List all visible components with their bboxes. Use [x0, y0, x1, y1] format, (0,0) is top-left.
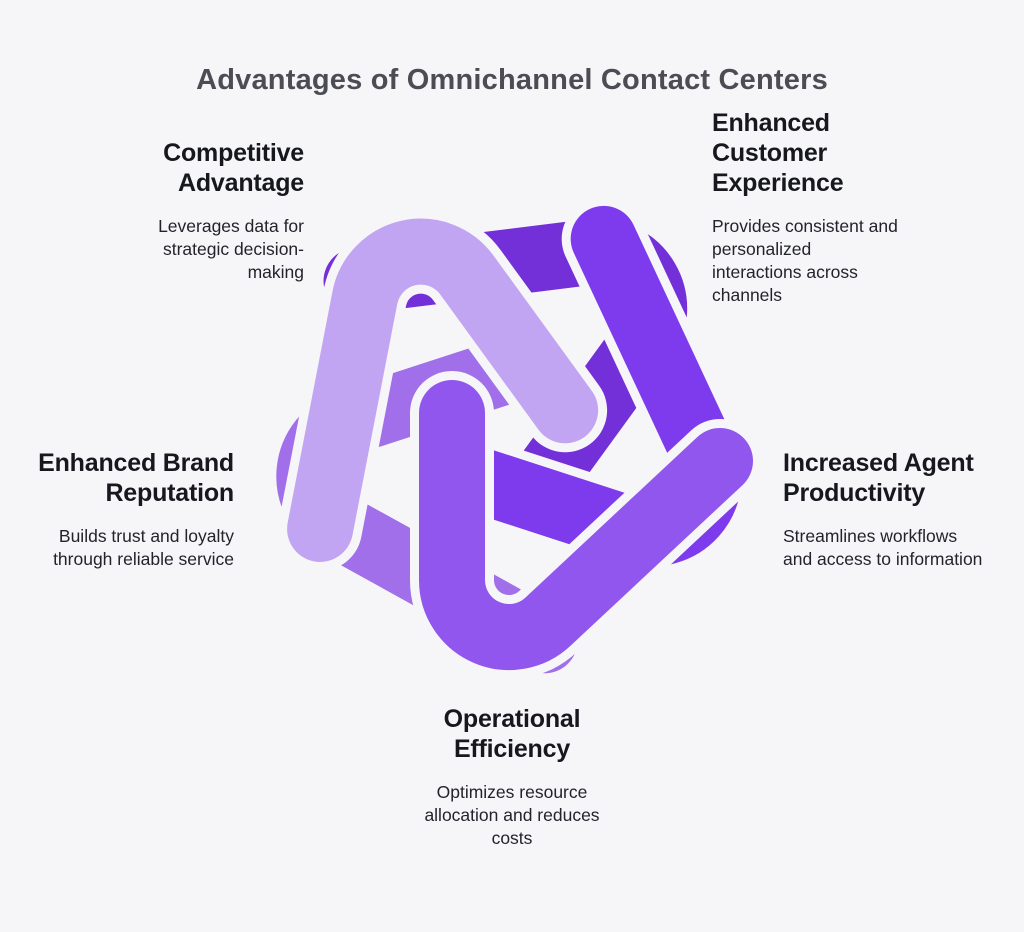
advantage-heading: Competitive Advantage: [163, 139, 304, 197]
interlocking-loops-star-icon: [239, 160, 779, 700]
advantage-operational-efficiency: Operational Efficiency Optimizes resourc…: [0, 704, 1024, 850]
advantage-description: Optimizes resource allocation and reduce…: [424, 782, 600, 848]
advantage-heading: Operational Efficiency: [443, 705, 581, 763]
advantage-description: Streamlines workflows and access to info…: [783, 526, 983, 569]
advantage-heading: Enhanced Brand Reputation: [38, 449, 234, 507]
page-title: Advantages of Omnichannel Contact Center…: [196, 64, 828, 96]
advantage-increased-agent-productivity: Increased Agent Productivity Streamlines…: [783, 448, 988, 571]
advantage-competitive-advantage: Competitive Advantage Leverages data for…: [74, 138, 304, 284]
advantage-enhanced-brand-reputation: Enhanced Brand Reputation Builds trust a…: [9, 448, 234, 571]
advantage-heading: Enhanced Customer Experience: [712, 109, 844, 197]
advantage-heading: Increased Agent Productivity: [783, 449, 974, 507]
advantage-description: Builds trust and loyalty through reliabl…: [53, 526, 234, 569]
advantage-enhanced-customer-experience: Enhanced Customer Experience Provides co…: [712, 108, 912, 307]
advantage-description: Leverages data for strategic decision-ma…: [158, 216, 304, 282]
advantage-description: Provides consistent and personalized int…: [712, 216, 898, 305]
